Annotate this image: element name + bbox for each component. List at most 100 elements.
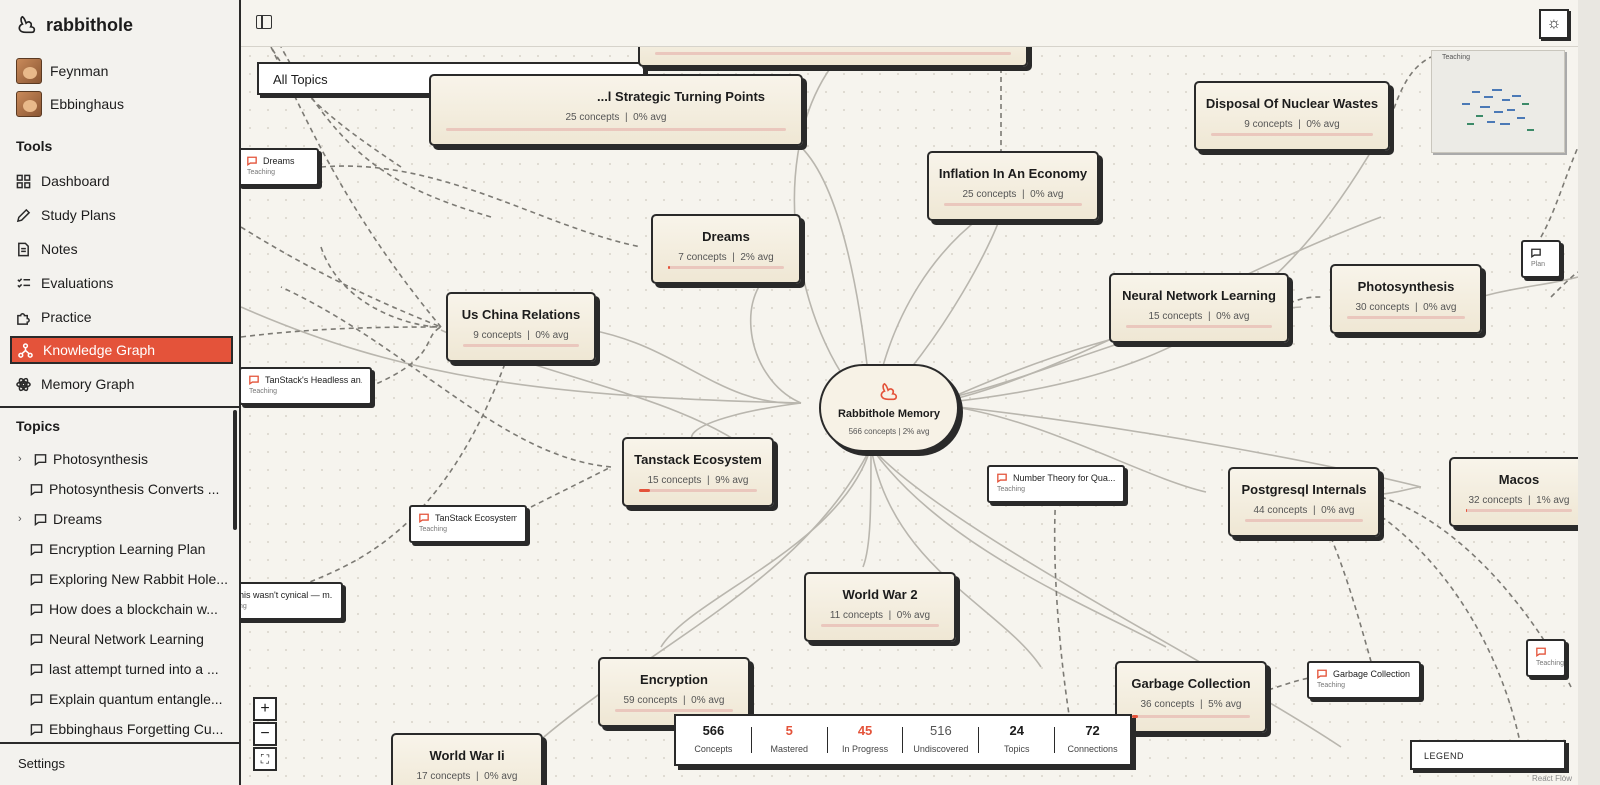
avatar [16, 58, 42, 84]
topic-label: Neural Network Learning [49, 631, 204, 647]
note-node[interactable]: Garbage Collection Teaching [1307, 661, 1421, 699]
topic-node[interactable]: Postgresql Internals 44 concepts | 0% av… [1228, 467, 1380, 537]
divider [0, 406, 239, 408]
note-node[interactable]: Dreams Teaching [241, 148, 319, 186]
topic-item[interactable]: Encryption Learning Plan [30, 537, 230, 561]
stat-label: In Progress [842, 744, 889, 754]
node-avg: 0% avg [633, 112, 667, 123]
note-node[interactable]: TanStack's Headless an... Teaching [241, 367, 372, 405]
chevron-right-icon[interactable]: › [18, 453, 22, 465]
progress-bar [1126, 325, 1272, 328]
topic-node[interactable]: Dreams 7 concepts | 2% avg [651, 214, 801, 284]
topic-node[interactable]: Disposal Of Nuclear Wastes 9 concepts | … [1194, 81, 1390, 151]
stat-value: 5 [785, 723, 793, 738]
center-node[interactable]: Rabbithole Memory 566 concepts | 2% avg [819, 364, 959, 452]
node-meta: 7 concepts | 2% avg [678, 252, 774, 263]
topic-node[interactable]: Neural Network Learning 15 concepts | 0%… [1109, 273, 1289, 343]
knowledge-graph-canvas[interactable]: All Topics ⌄ Teaching ...l Strategic Tur… [241, 47, 1578, 785]
topic-node[interactable]: Us China Relations 9 concepts | 0% avg [446, 292, 596, 362]
node-meta: 9 concepts | 0% avg [473, 330, 569, 341]
edge [793, 66, 872, 410]
topic-item[interactable]: Exploring New Rabbit Hole... [30, 567, 230, 591]
nav-knowledge-graph[interactable]: Knowledge Graph [10, 336, 233, 364]
nav-label: Study Plans [41, 207, 116, 223]
user-ebbinghaus[interactable]: Ebbinghaus [16, 90, 124, 118]
nav-dashboard[interactable]: Dashboard [10, 167, 233, 195]
node-concepts: 32 concepts [1468, 495, 1523, 506]
sidebar-toggle-icon[interactable] [256, 15, 272, 29]
dashed-edge [1550, 271, 1578, 298]
node-meta: 25 concepts | 0% avg [565, 112, 667, 123]
node-concepts: 25 concepts [565, 112, 620, 123]
zoom-out-button[interactable]: − [253, 722, 277, 746]
zoom-in-button[interactable]: + [253, 697, 277, 721]
progress-bar [1211, 133, 1373, 136]
progress-bar [821, 624, 939, 627]
minimap[interactable]: Teaching [1431, 50, 1565, 153]
nav-memory-graph[interactable]: Memory Graph [10, 370, 233, 398]
note-node[interactable]: TanStack Ecosystem Teaching [409, 505, 527, 543]
topic-node[interactable]: Inflation In An Economy 25 concepts | 0%… [927, 151, 1099, 221]
topics-scrollbar[interactable] [233, 410, 237, 530]
topic-node[interactable]: Photosynthesis 30 concepts | 0% avg [1330, 264, 1482, 334]
note-node-partial[interactable]: Teaching [1526, 639, 1566, 677]
topic-node-partial[interactable] [638, 47, 1028, 67]
note-node[interactable]: his wasn't cynical — m... ng [241, 582, 343, 620]
node-concepts: 17 concepts [416, 771, 471, 782]
topic-item[interactable]: Explain quantum entangle... [30, 687, 230, 711]
topic-item[interactable]: Photosynthesis Converts ... [30, 477, 230, 501]
brand[interactable]: rabbithole [16, 12, 133, 38]
theme-toggle-button[interactable]: ☼ [1539, 9, 1569, 39]
edge [520, 446, 872, 758]
edge [800, 146, 872, 403]
fit-view-icon: ⛶ [260, 751, 270, 766]
nav-notes[interactable]: Notes [10, 235, 233, 263]
nav-evaluations[interactable]: Evaluations [10, 269, 233, 297]
nav-study-plans[interactable]: Study Plans [10, 201, 233, 229]
topic-item[interactable]: How does a blockchain w... [30, 597, 230, 621]
topic-item[interactable]: Neural Network Learning [30, 627, 230, 651]
chevron-right-icon[interactable]: › [18, 513, 22, 525]
progress-bar [655, 52, 1011, 55]
topic-node[interactable]: World War Ii 17 concepts | 0% avg [391, 733, 543, 785]
dashed-edge [368, 326, 442, 388]
settings-link[interactable]: Settings [18, 756, 65, 771]
note-subtitle: Teaching [419, 526, 448, 533]
note-node[interactable]: Number Theory for Qua... Teaching [987, 465, 1125, 503]
topic-node[interactable]: Tanstack Ecosystem 15 concepts | 9% avg [622, 437, 774, 507]
progress-bar [1466, 509, 1572, 512]
nav-practice[interactable]: Practice [10, 303, 233, 331]
chat-icon [30, 603, 43, 616]
chat-icon [34, 453, 47, 466]
node-meta: 25 concepts | 0% avg [962, 189, 1064, 200]
topic-node[interactable]: Macos 32 concepts | 1% avg [1449, 457, 1578, 527]
legend-toggle[interactable]: LEGEND [1410, 740, 1566, 770]
topic-item[interactable]: last attempt turned into a ... [30, 657, 230, 681]
fit-view-button[interactable]: ⛶ [253, 747, 277, 771]
user-feynman[interactable]: Feynman [16, 57, 108, 85]
edge [241, 306, 802, 404]
progress-bar [1347, 316, 1465, 319]
topic-node[interactable]: World War 2 11 concepts | 0% avg [804, 572, 956, 642]
topic-node[interactable]: ...l Strategic Turning Points 25 concept… [429, 74, 803, 146]
node-avg: 0% avg [1321, 505, 1355, 516]
node-title: ...l Strategic Turning Points [596, 89, 766, 104]
user-name: Feynman [50, 63, 109, 79]
topics-heading: Topics [16, 418, 61, 434]
react-flow-attribution[interactable]: React Flow [1531, 774, 1572, 783]
node-meta: 17 concepts | 0% avg [416, 771, 518, 782]
topic-node[interactable]: Garbage Collection 36 concepts | 5% avg [1115, 661, 1267, 733]
chat-icon [30, 543, 43, 556]
node-meta: 32 concepts | 1% avg [1468, 495, 1570, 506]
topic-item[interactable]: Ebbinghaus Forgetting Cu... [30, 717, 230, 741]
topic-item[interactable]: › Dreams [18, 507, 218, 531]
note-node-partial[interactable]: Plan [1521, 240, 1561, 278]
node-concepts: 7 concepts [678, 252, 727, 263]
topic-label: Exploring New Rabbit Hole... [49, 571, 228, 587]
topic-item[interactable]: › Photosynthesis [18, 447, 218, 471]
minimap-label: Teaching [1442, 54, 1471, 61]
